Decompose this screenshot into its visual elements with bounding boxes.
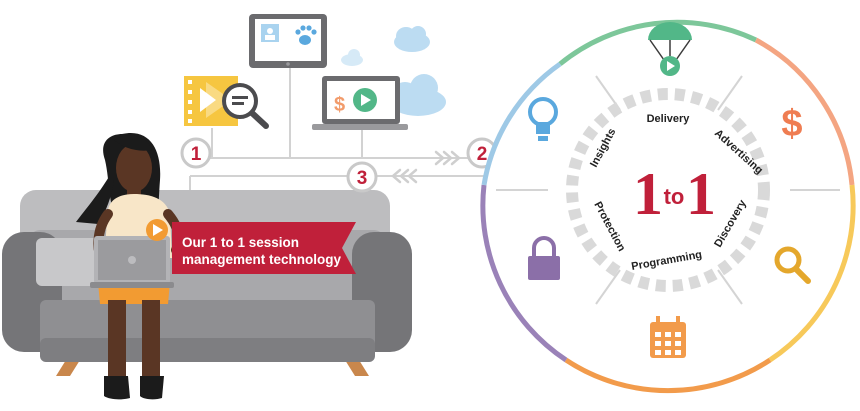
monitor-device-icon bbox=[249, 14, 327, 68]
video-search-icon bbox=[184, 76, 269, 129]
cloud-icon bbox=[341, 49, 363, 66]
pawprint-icon bbox=[295, 25, 317, 45]
step-marker-3: 3 bbox=[346, 161, 378, 193]
wheel-center-logo: 1 to 1 bbox=[633, 161, 716, 227]
step-marker-1: 1 bbox=[180, 137, 212, 169]
dollar-icon: $ bbox=[781, 103, 802, 145]
session-banner bbox=[146, 219, 356, 274]
services-wheel bbox=[480, 19, 856, 394]
light-bulb-icon bbox=[528, 97, 558, 141]
magnifier-icon bbox=[774, 246, 811, 284]
step-3-label: 3 bbox=[357, 168, 368, 189]
step-2-label: 2 bbox=[477, 144, 488, 165]
label-delivery: Delivery bbox=[647, 113, 691, 125]
person-on-sofa bbox=[76, 133, 184, 400]
cloud-icon bbox=[394, 26, 430, 52]
banner-line-2: management technology bbox=[182, 252, 342, 267]
step-1-label: 1 bbox=[191, 144, 202, 165]
center-one-left: 1 bbox=[633, 161, 663, 227]
parachute-delivery-icon bbox=[648, 22, 692, 76]
laptop-device-icon bbox=[312, 76, 408, 130]
lock-icon bbox=[528, 236, 560, 280]
banner-line-1: Our 1 to 1 session bbox=[182, 235, 300, 250]
sofa bbox=[2, 190, 412, 376]
center-to: to bbox=[664, 184, 685, 209]
banner-text: Our 1 to 1 session management technology bbox=[182, 234, 352, 268]
laptop-dollar-sign: $ bbox=[334, 94, 345, 116]
flow-arrows bbox=[391, 150, 461, 184]
center-one-right: 1 bbox=[686, 161, 716, 227]
calendar-icon bbox=[650, 316, 686, 358]
